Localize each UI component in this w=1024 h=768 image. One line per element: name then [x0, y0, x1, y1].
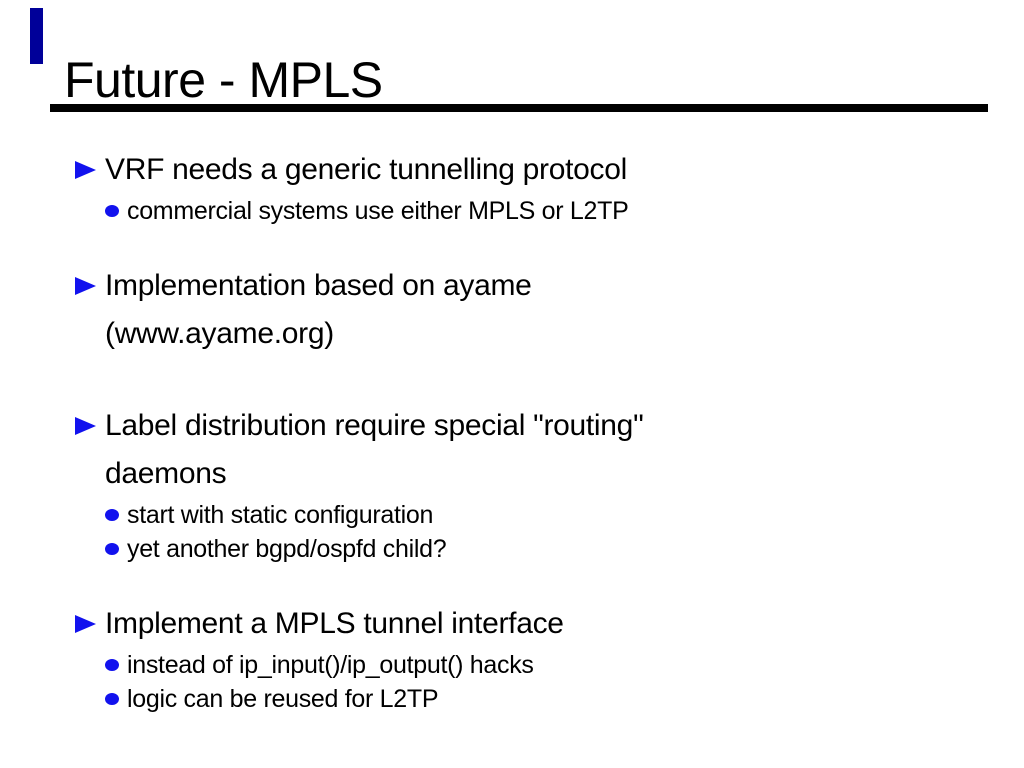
bullet-text-block: VRF needs a generic tunnelling protocol	[105, 146, 994, 194]
bullet-list: VRF needs a generic tunnelling protocol …	[75, 146, 994, 716]
dot-bullet-icon	[105, 693, 119, 705]
bullet-text: VRF needs a generic tunnelling protocol	[105, 153, 627, 186]
bullet-text-continuation: daemons	[105, 457, 227, 490]
bullet-group: Implementation based on ayame (www.ayame…	[75, 262, 994, 358]
bullet-text: Implement a MPLS tunnel interface	[105, 607, 564, 640]
sub-bullet-marker-col	[105, 194, 127, 217]
sub-bullet-marker-col	[105, 532, 127, 555]
bullet-marker-col	[75, 262, 105, 295]
sub-bullet: instead of ip_input()/ip_output() hacks	[105, 648, 994, 682]
dot-bullet-icon	[105, 543, 119, 555]
triangle-bullet-icon	[75, 615, 96, 633]
dot-bullet-icon	[105, 509, 119, 521]
bullet-text: Label distribution require special "rout…	[105, 409, 644, 442]
triangle-bullet-icon	[75, 161, 96, 179]
sub-bullet-text: yet another bgpd/ospfd child?	[127, 535, 447, 563]
dot-bullet-icon	[105, 659, 119, 671]
bullet-text: Implementation based on ayame	[105, 269, 532, 302]
bullet-item: Implement a MPLS tunnel interface	[75, 600, 994, 648]
sub-bullet: yet another bgpd/ospfd child?	[105, 532, 994, 566]
bullet-group: VRF needs a generic tunnelling protocol …	[75, 146, 994, 228]
bullet-text-block: Label distribution require special "rout…	[105, 402, 994, 498]
sub-bullet-text: instead of ip_input()/ip_output() hacks	[127, 651, 534, 679]
sub-bullet: start with static configuration	[105, 498, 994, 532]
bullet-marker-col	[75, 146, 105, 179]
sub-bullet: commercial systems use either MPLS or L2…	[105, 194, 994, 228]
title-underline	[50, 104, 988, 112]
bullet-item: Implementation based on ayame (www.ayame…	[75, 262, 994, 358]
sub-bullet-text: start with static configuration	[127, 501, 434, 529]
bullet-text-block: Implement a MPLS tunnel interface	[105, 600, 994, 648]
bullet-item: VRF needs a generic tunnelling protocol	[75, 146, 994, 194]
sub-bullet-text: logic can be reused for L2TP	[127, 685, 439, 713]
bullet-text-continuation: (www.ayame.org)	[105, 317, 334, 350]
bullet-marker-col	[75, 600, 105, 633]
sub-bullet-marker-col	[105, 682, 127, 705]
bullet-marker-col	[75, 402, 105, 435]
triangle-bullet-icon	[75, 417, 96, 435]
triangle-bullet-icon	[75, 277, 96, 295]
page-title: Future - MPLS	[64, 52, 383, 108]
bullet-group: Label distribution require special "rout…	[75, 402, 994, 566]
dot-bullet-icon	[105, 205, 119, 217]
bullet-group: Implement a MPLS tunnel interface instea…	[75, 600, 994, 716]
sub-bullet: logic can be reused for L2TP	[105, 682, 994, 716]
sub-bullet-text: commercial systems use either MPLS or L2…	[127, 197, 629, 225]
bullet-text-block: Implementation based on ayame (www.ayame…	[105, 262, 994, 358]
sub-bullet-marker-col	[105, 498, 127, 521]
corner-bar	[30, 8, 43, 64]
sub-bullet-marker-col	[105, 648, 127, 671]
bullet-item: Label distribution require special "rout…	[75, 402, 994, 498]
